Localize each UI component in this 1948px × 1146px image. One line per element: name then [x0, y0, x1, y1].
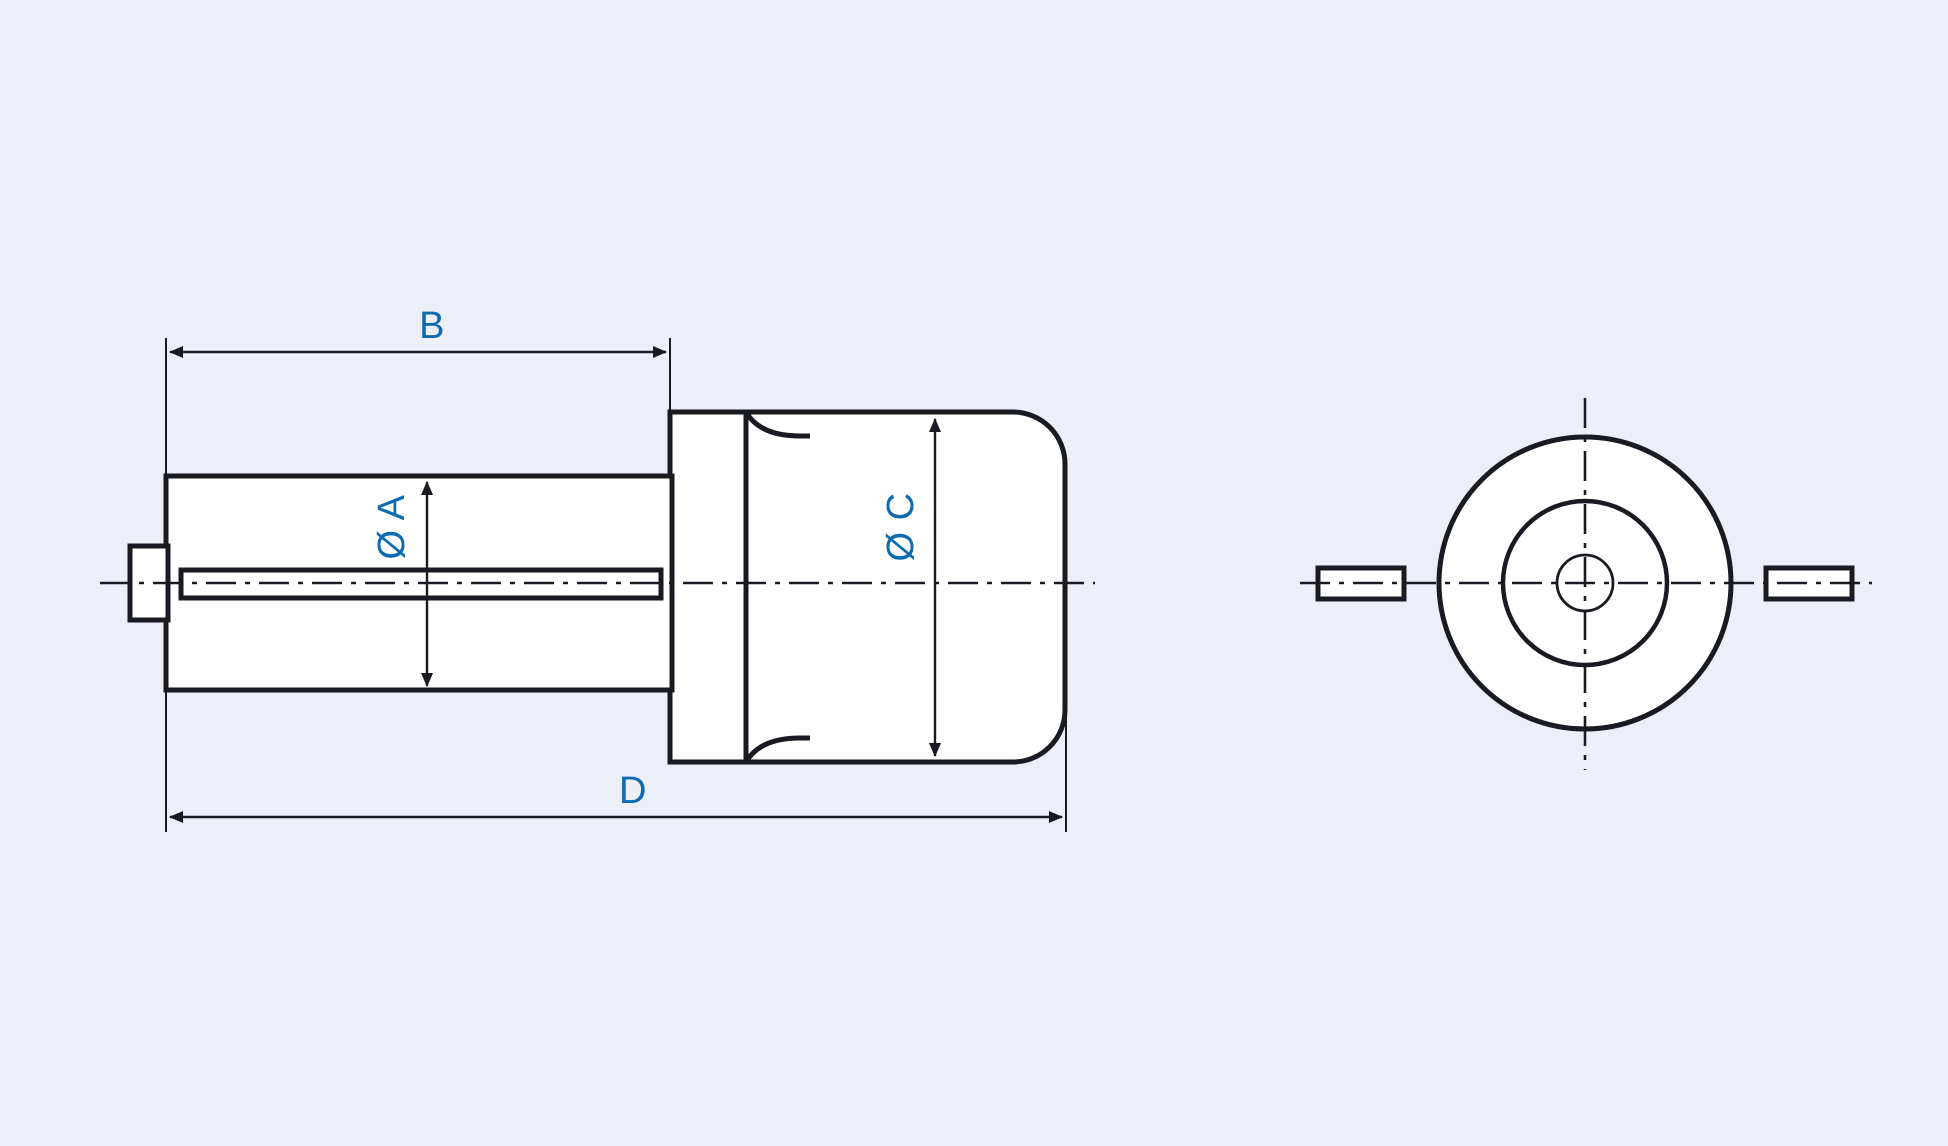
- dimension-c: Ø C: [880, 418, 941, 757]
- motor-body-outline: [742, 409, 1068, 765]
- dimension-c-label: Ø C: [880, 492, 922, 561]
- flange-outline: [667, 409, 749, 765]
- dimension-d-label: D: [619, 770, 647, 812]
- dimension-b: B: [165, 305, 671, 474]
- dimension-a: Ø A: [371, 481, 433, 687]
- body-bottom-fillet: [743, 735, 810, 764]
- side-section-view: B Ø A Ø C D: [100, 305, 1095, 832]
- body-top-fillet: [743, 410, 810, 439]
- dimension-b-label: B: [419, 305, 445, 347]
- front-end-view: [1300, 398, 1872, 770]
- dimension-a-label: Ø A: [371, 494, 413, 559]
- dimension-d: D: [165, 470, 1067, 832]
- front-view-tab-left: [1315, 565, 1407, 602]
